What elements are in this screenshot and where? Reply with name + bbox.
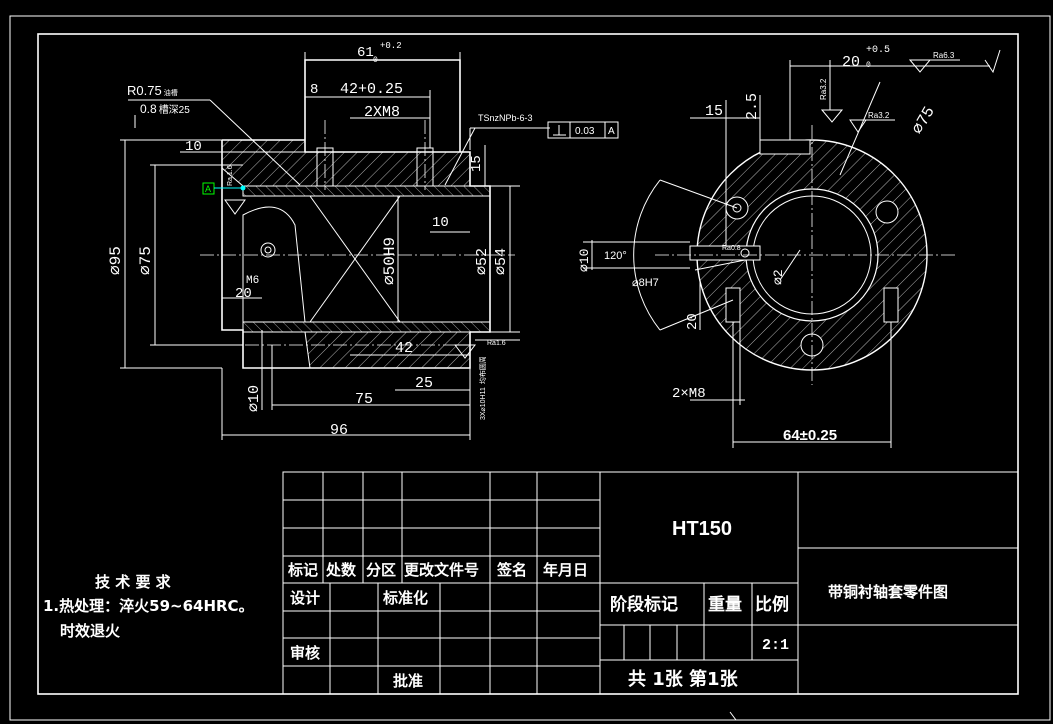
ra16-left: Ra 1.6	[227, 165, 234, 186]
header-change-doc: 更改文件号	[404, 561, 479, 579]
dim-10-top: 10	[185, 139, 202, 155]
side-dim-20-tol-up: +0.5	[866, 45, 890, 56]
title-block-grid	[282, 471, 1019, 695]
scale-value: 2:1	[762, 637, 789, 654]
header-signature: 签名	[496, 561, 527, 579]
dim-phi52: ⌀52	[474, 248, 491, 275]
dim-phi75: ⌀75	[137, 246, 155, 275]
tol-frame-ref: A	[608, 126, 615, 137]
drawing-title: 带铜衬轴套零件图	[828, 583, 948, 601]
tech-req-line2: 时效退火	[60, 622, 121, 640]
tech-req-title: 技 术 要 求	[95, 573, 172, 591]
dim-phi50h9: ⌀50H9	[381, 237, 399, 285]
dim-61-tol-low: 0	[373, 56, 378, 65]
dim-75: 75	[355, 391, 373, 408]
dim-61-tol-up: +0.2	[380, 41, 402, 51]
side-dim-20: 20	[842, 54, 860, 71]
side-dim-2-5: 2.5	[744, 93, 761, 120]
review-label: 审核	[290, 644, 320, 662]
side-dim-phi2: ⌀2	[771, 269, 786, 285]
dim-61: 61	[357, 45, 374, 61]
stage-mark-label: 阶段标记	[610, 594, 678, 615]
tech-req-line1: 1.热处理：淬火59~64HRC。	[43, 597, 254, 615]
dim-phi10: ⌀10	[246, 385, 263, 412]
header-count: 处数	[325, 561, 357, 579]
side-dim-20v: 20	[685, 313, 701, 330]
dim-96: 96	[330, 422, 348, 439]
outer-frame	[9, 15, 1051, 721]
dim-20: 20	[235, 286, 252, 302]
side-dim-15: 15	[705, 103, 723, 120]
header-zone: 分区	[366, 561, 396, 579]
side-view	[583, 49, 1001, 448]
angle-120: 120°	[604, 250, 627, 262]
tech-requirements: 技 术 要 求 1.热处理：淬火59~64HRC。 时效退火	[43, 573, 254, 640]
standardization-label: 标准化	[382, 589, 428, 607]
side-dim-2xm8: 2×M8	[672, 386, 706, 402]
weight-label: 重量	[708, 594, 742, 615]
dim-42-bottom: 42	[395, 340, 413, 357]
liner-material-note: TSnzNPb-6-3	[478, 113, 533, 123]
header-mark: 标记	[287, 561, 318, 579]
dim-phi54: ⌀54	[493, 248, 510, 275]
sheet-info: 共 1张 第1张	[628, 668, 739, 690]
material: HT150	[672, 518, 732, 540]
design-label: 设计	[290, 589, 320, 607]
approve-label: 批准	[393, 672, 423, 690]
front-view	[120, 52, 619, 440]
ra08: Ra0.8	[722, 245, 741, 252]
dim-8: 8	[310, 82, 318, 98]
datum-a-label: A	[205, 184, 211, 194]
title-block-text: 标记 处数 分区 更改文件号 签名 年月日 设计 标准化 审核 批准 阶段标记 …	[287, 518, 948, 690]
side-dim-phi8h7: ⌀8H7	[632, 277, 659, 289]
ra32-a: Ra3.2	[819, 78, 828, 100]
dim-25: 25	[415, 375, 433, 392]
dim-42-tol: 42+0.25	[340, 81, 403, 98]
ra63: Ra6.3	[933, 51, 955, 60]
dim-m6: M6	[246, 275, 259, 287]
holes-note: 3X⌀10H11均布圆周	[478, 356, 487, 420]
side-dim-phi75: ⌀75	[909, 104, 939, 138]
ra16-bottom: Ra1.6	[487, 340, 506, 347]
dim-10-mid: 10	[432, 215, 449, 231]
scale-label: 比例	[755, 594, 789, 615]
side-dim-20-tol-low: 0	[866, 61, 871, 70]
side-dim-64: 64±0.25	[783, 427, 837, 444]
front-view-labels: 61 0 +0.2 42+0.25 8 2XM8 10 15 10 ⌀95 ⌀7…	[107, 41, 615, 439]
side-dim-phi10: ⌀10	[577, 249, 592, 272]
tol-frame-value: 0.03	[575, 126, 595, 137]
ra32-b: Ra3.2	[868, 111, 890, 120]
dim-2xm8: 2XM8	[364, 104, 400, 121]
dim-phi95: ⌀95	[107, 246, 125, 275]
dim-15: 15	[469, 155, 485, 172]
header-date: 年月日	[543, 561, 588, 579]
